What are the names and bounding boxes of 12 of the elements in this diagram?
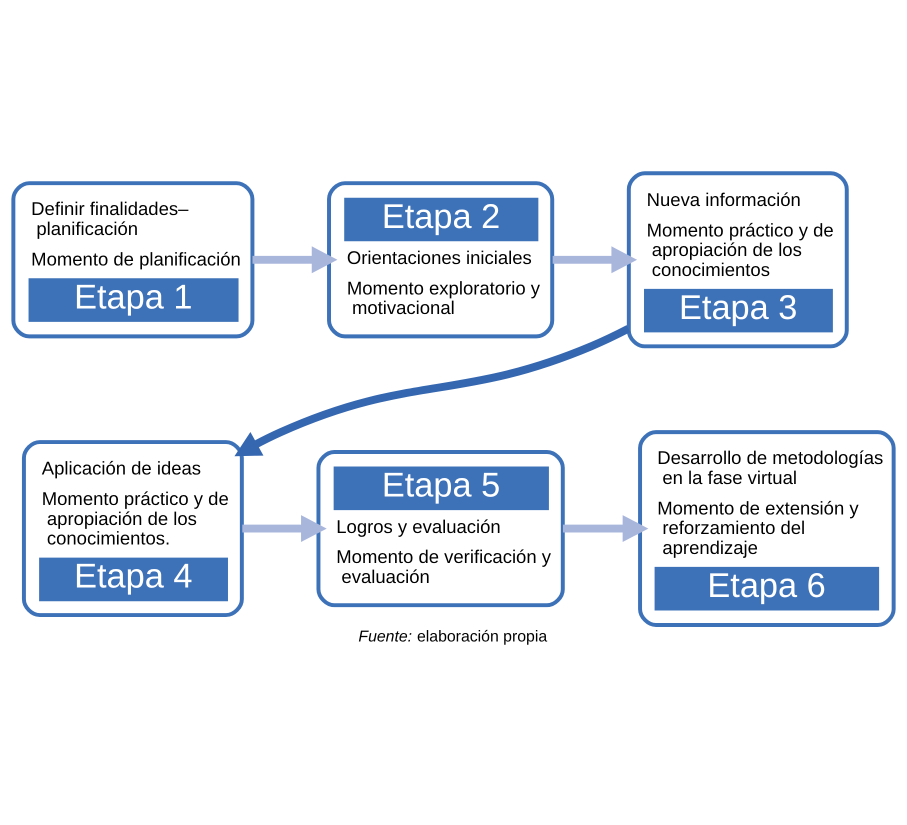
caption: Fuente: elaboración propia — [358, 628, 548, 646]
arrow — [552, 246, 638, 273]
arrow — [242, 514, 327, 542]
node-box: Nueva información Momento práctico y de apropiación de los conocimientos Etapa 3 — [626, 170, 849, 348]
node-box: Etapa 5 Logros y evaluación Momento de verificación y evaluación — [316, 449, 565, 607]
node-box: Etapa 2 Orientaciones iniciales Momento exploratorio y motivacional — [327, 180, 554, 338]
node-box: Desarrollo de metodologías en la fase virtual Momento de extensión y reforzamiento del aprendizaje Etapa 6 — [638, 430, 896, 626]
node-box: Definir finalidades– planificación Momento de planificación Etapa 1 — [11, 180, 254, 338]
node-box: Aplicación de ideas Momento práctico y de apropiación de los conocimientos. Etapa 4 — [22, 440, 244, 617]
arrow — [234, 324, 630, 456]
arrow — [252, 246, 338, 273]
arrow — [562, 514, 648, 542]
